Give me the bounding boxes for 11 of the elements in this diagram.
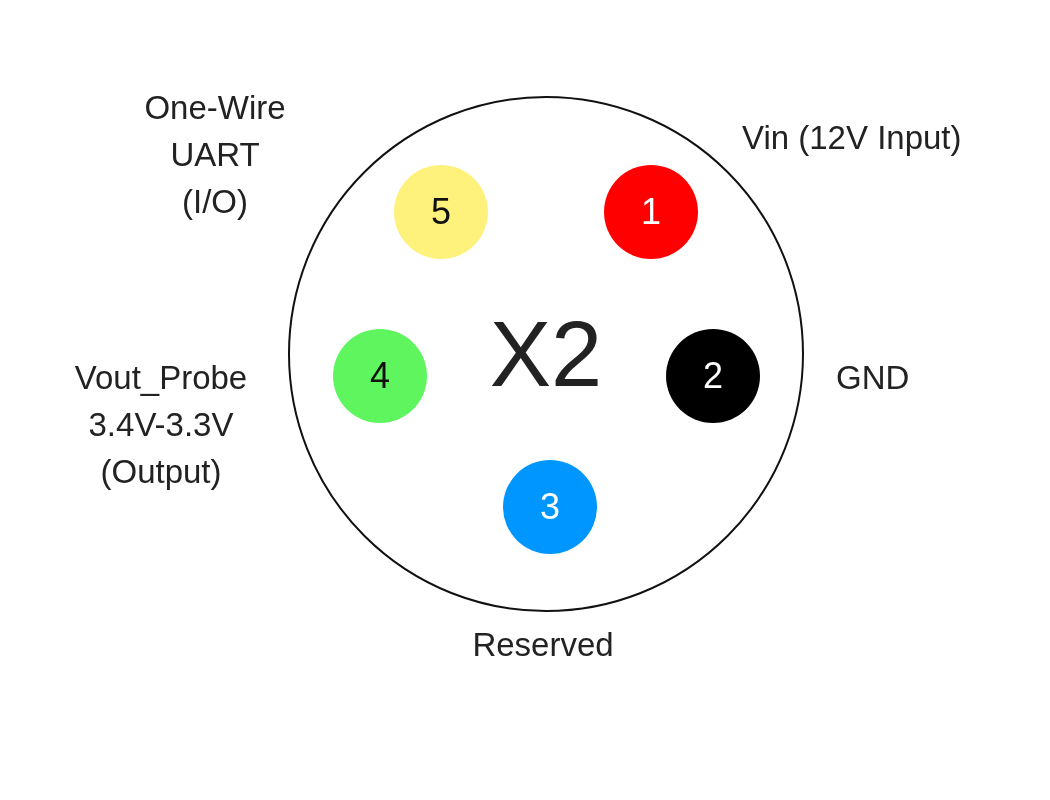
pin-number: 1 xyxy=(641,194,661,230)
pin-number: 5 xyxy=(431,194,451,230)
connector-label: X2 xyxy=(489,308,603,400)
pin-function-label: Vin (12V Input) xyxy=(742,118,963,158)
pin-number: 3 xyxy=(540,489,560,525)
pin-number: 4 xyxy=(370,358,390,394)
pin-function-label: Reserved xyxy=(471,625,615,665)
pin-function-label: GND xyxy=(836,358,911,398)
pin-function-label: One-Wire UART (I/O) xyxy=(143,88,287,222)
pin-number: 2 xyxy=(703,358,723,394)
pin-function-label: Vout_Probe 3.4V-3.3V (Output) xyxy=(73,358,249,492)
